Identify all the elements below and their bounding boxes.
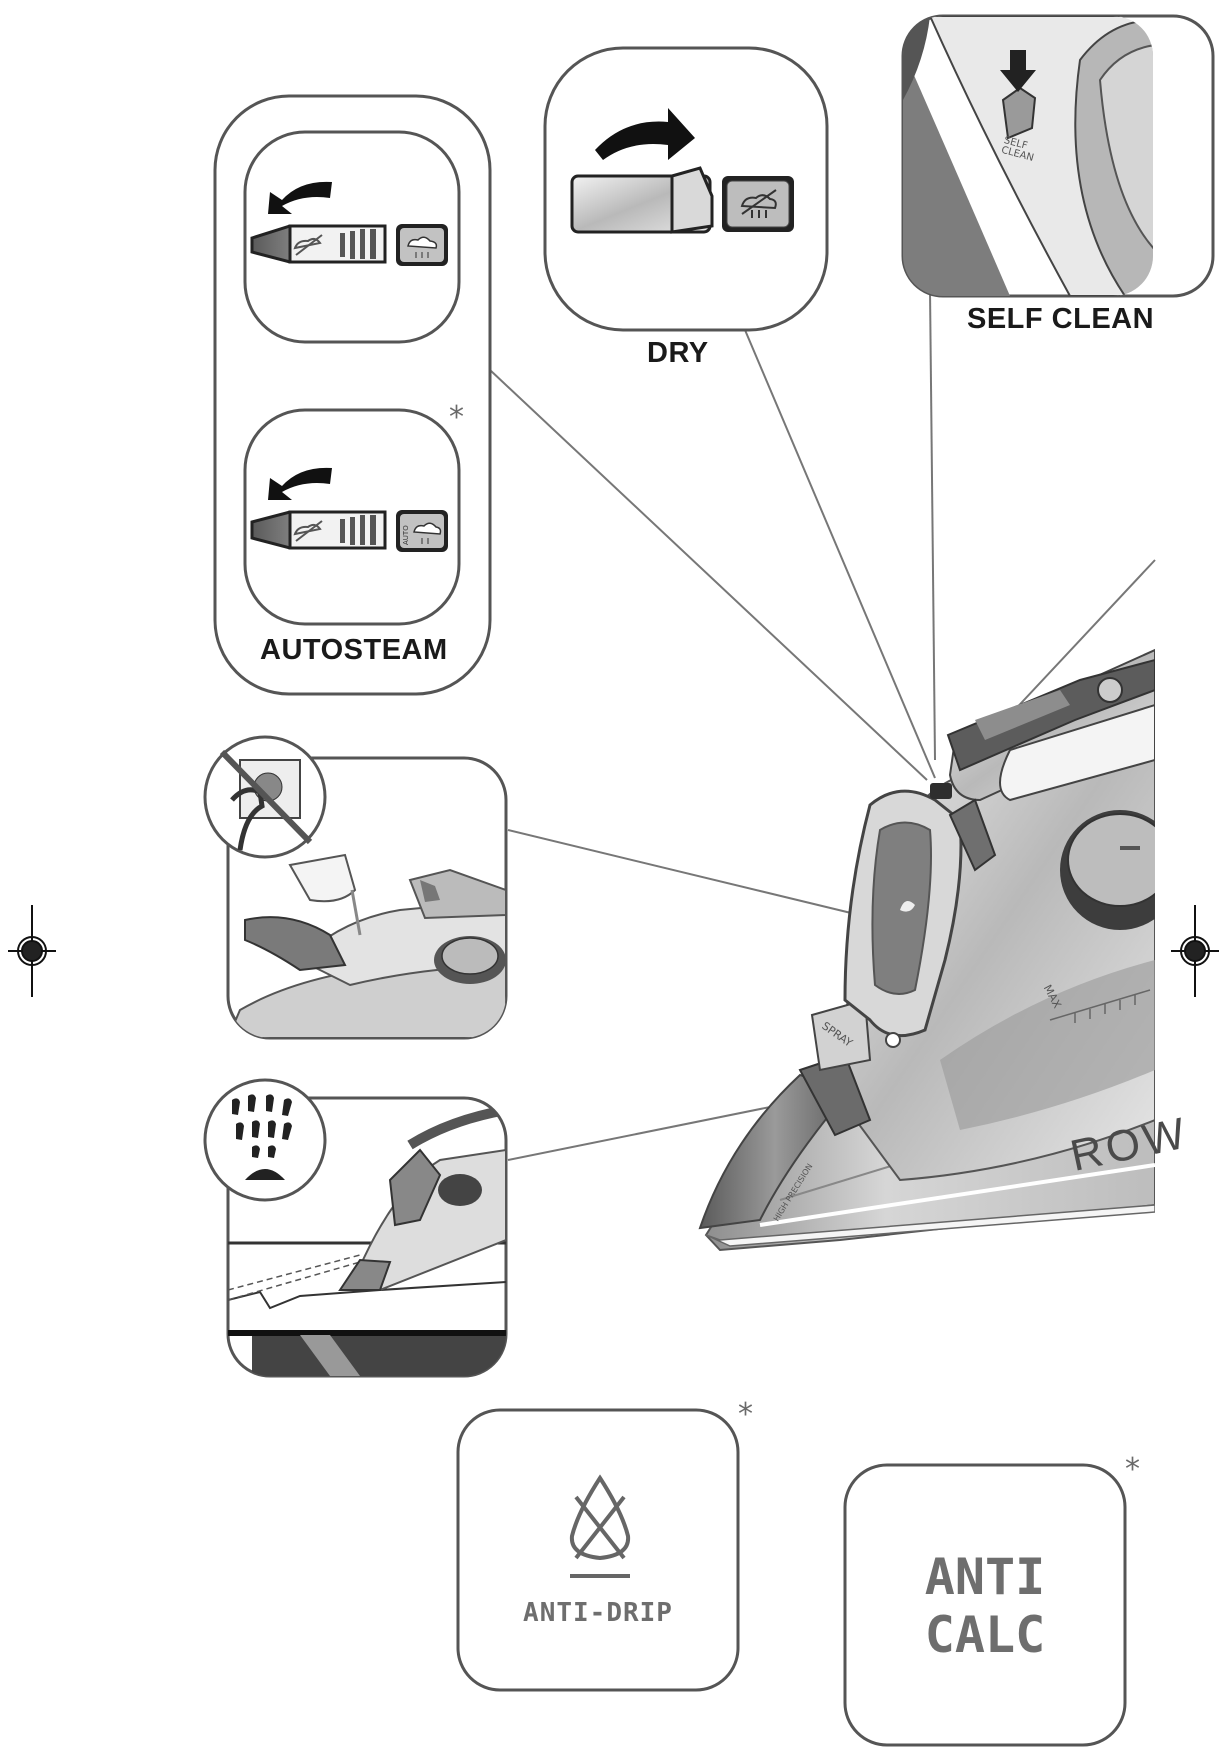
svg-text:AUTO: AUTO bbox=[402, 525, 410, 545]
self-clean-panel bbox=[901, 14, 1215, 298]
dry-label: DRY bbox=[647, 337, 709, 369]
autosteam-panel: AUTO bbox=[213, 94, 492, 696]
asterisk-anti-calc: * bbox=[1125, 1452, 1140, 1487]
steam-cloud-icon bbox=[413, 522, 442, 544]
dry-panel bbox=[543, 46, 829, 332]
ironing-panel bbox=[203, 1078, 508, 1378]
self-clean-label: SELF CLEAN bbox=[967, 303, 1155, 335]
anti-calc-badge bbox=[843, 1463, 1127, 1747]
arrow-icon bbox=[268, 181, 332, 214]
steam-jets-icon bbox=[232, 1094, 292, 1180]
anti-calc-line1: ANTI bbox=[924, 1548, 1046, 1606]
arrow-icon bbox=[268, 467, 332, 500]
registration-mark-icon bbox=[8, 905, 56, 997]
anti-drip-label: ANTI-DRIP bbox=[523, 1598, 673, 1628]
registration-mark-icon bbox=[1171, 905, 1219, 997]
steam-cloud-icon bbox=[407, 236, 438, 258]
steam-off-icon bbox=[740, 189, 777, 218]
iron bbox=[698, 648, 1155, 1252]
anti-calc-line2: CALC bbox=[924, 1606, 1046, 1664]
asterisk-autosteam: * bbox=[449, 400, 464, 435]
fill-water-panel bbox=[203, 735, 508, 1040]
anti-drip-badge bbox=[456, 1408, 740, 1692]
arrow-icon bbox=[595, 108, 695, 160]
water-drop-crossed-icon bbox=[569, 1474, 631, 1578]
no-plug-icon bbox=[219, 749, 313, 851]
asterisk-anti-drip: * bbox=[738, 1397, 753, 1432]
autosteam-label: AUTOSTEAM bbox=[260, 634, 448, 666]
callout-lines bbox=[489, 289, 1156, 1161]
